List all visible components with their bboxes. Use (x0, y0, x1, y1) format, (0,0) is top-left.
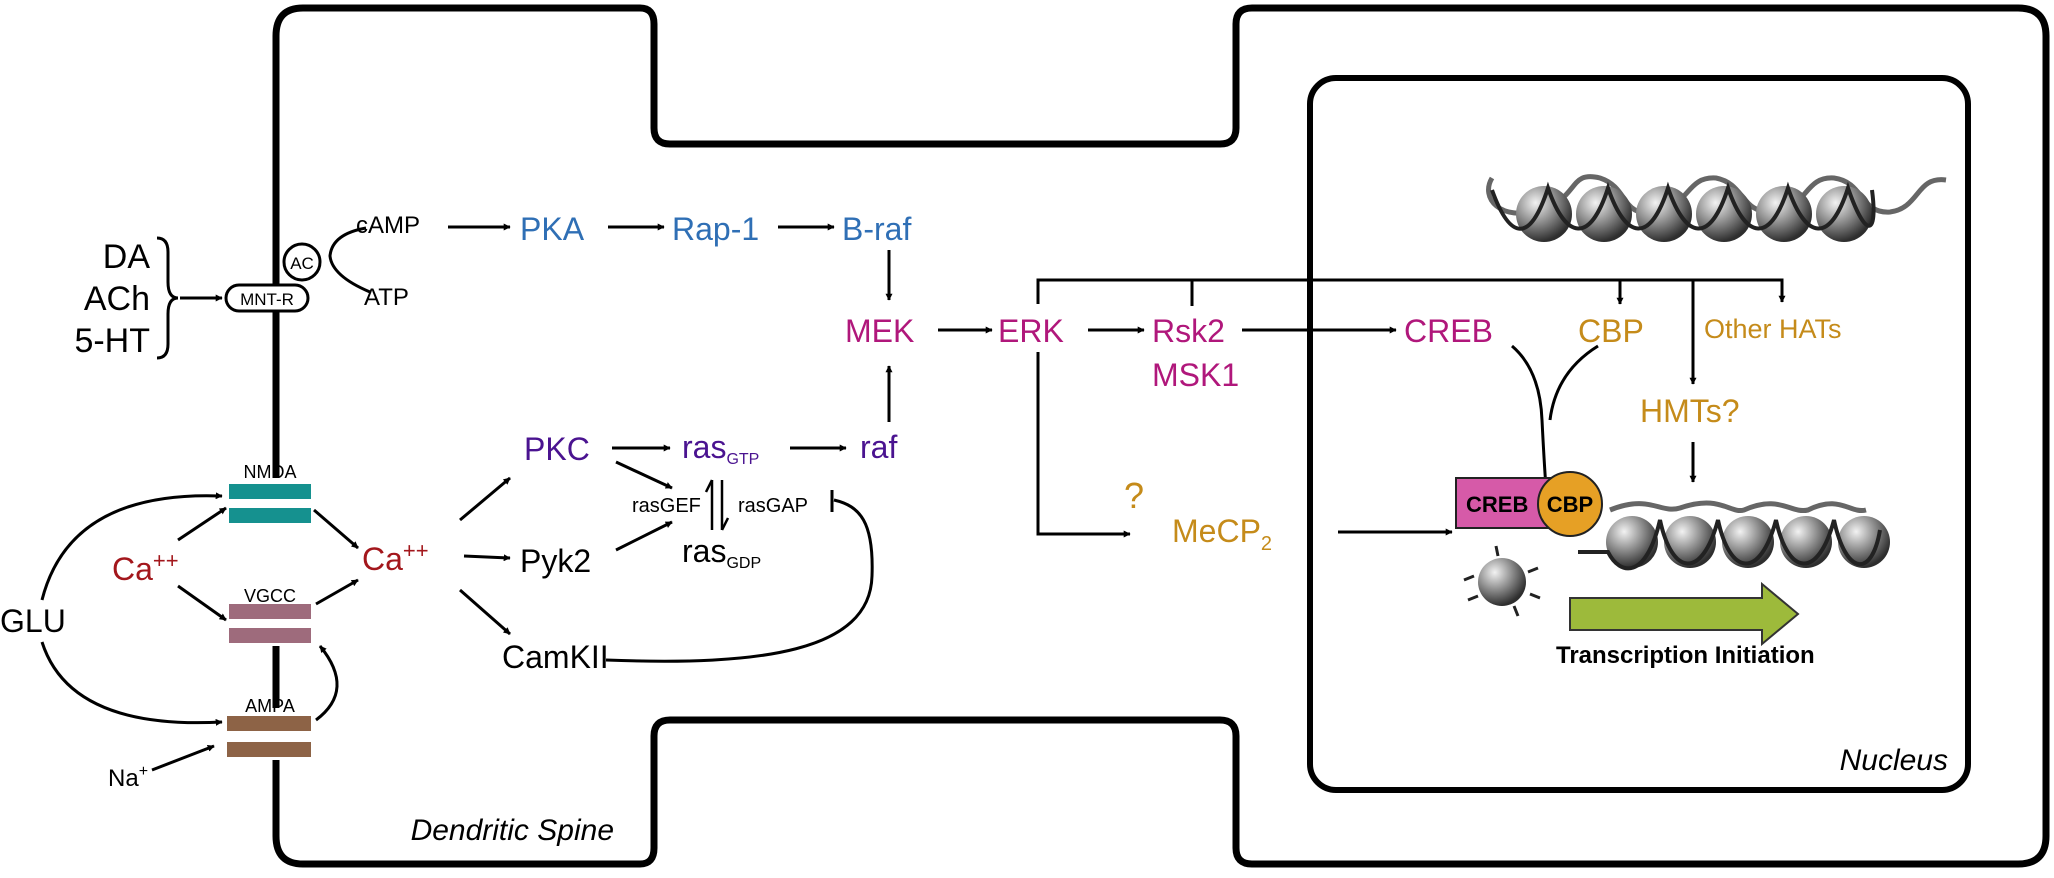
nucleus-title: Nucleus (1840, 744, 1948, 777)
cbp-label: CBP (1578, 313, 1644, 349)
other-hats-label: Other HATs (1704, 314, 1842, 344)
cbp-circle (1537, 471, 1603, 537)
nucleosome (1696, 186, 1752, 242)
camp-label: cAMP (356, 212, 420, 239)
rasgef-label: rasGEF (632, 495, 701, 517)
svg-text:MNT-R: MNT-R (240, 290, 294, 309)
creb-label: CREB (1404, 313, 1493, 349)
pyk2-label: Pyk2 (520, 543, 591, 579)
neurotransmitter-5ht: 5-HT (74, 322, 150, 360)
na-label: Na+ (108, 763, 148, 792)
neurotransmitter-ach: ACh (84, 280, 150, 318)
chromatin-bottom: CREB CBP Transcription Initiation (1455, 471, 1890, 669)
erk-label: ERK (998, 313, 1064, 349)
receptor-group: NMDA VGCC AMPA GLU Ca++ Na+ Ca++ (0, 462, 429, 792)
nmda-receptor-bottom (229, 508, 311, 523)
nmda-receptor-top (229, 484, 311, 499)
nucleosome (1516, 186, 1572, 242)
atp-label: ATP (364, 284, 409, 311)
nucleosome (1576, 186, 1632, 242)
creb-box (1455, 477, 1551, 529)
mnt-receptor (224, 283, 310, 313)
neurotransmitter-da: DA (103, 238, 151, 276)
mnt-receptor-group: DA ACh 5-HT MNT-R AC cAMP ATP (74, 212, 420, 360)
ca-mid-label: Ca++ (362, 538, 429, 577)
mecp2-label: MeCP2 (1172, 513, 1272, 555)
nucleosome (1816, 186, 1872, 242)
mek-label: MEK (845, 313, 914, 349)
raf-label: raf (860, 429, 897, 465)
ampa-receptor-top (227, 716, 311, 731)
nucleus-outline (1307, 75, 1971, 793)
ras-gdp-label: rasGDP (682, 533, 761, 572)
nucleosome (1636, 186, 1692, 242)
rap1-label: Rap-1 (672, 211, 759, 247)
ampa-receptor-bottom (227, 742, 311, 757)
neurotransmitter-brace (156, 236, 179, 360)
vgcc-channel-top (229, 604, 311, 619)
braf-label: B-raf (842, 211, 911, 247)
rasgap-label: rasGAP (738, 495, 808, 517)
svg-text:CBP: CBP (1547, 492, 1593, 517)
nucleosome (1838, 516, 1890, 568)
chromatin-top (1486, 174, 1947, 242)
vgcc-label: VGCC (244, 586, 296, 606)
svg-text:AC: AC (290, 254, 314, 273)
pka-label: PKA (520, 211, 585, 247)
nmda-label: NMDA (244, 462, 297, 482)
adenylyl-cyclase (282, 242, 322, 282)
pkc-label: PKC (524, 431, 590, 467)
ca-left-label: Ca++ (112, 548, 179, 587)
free-nucleosome (1478, 558, 1526, 606)
msk1-label: MSK1 (1152, 357, 1239, 393)
camkii-label: CamKII (502, 639, 609, 675)
glu-label: GLU (0, 603, 66, 639)
question-label: ? (1124, 475, 1144, 516)
svg-text:CREB: CREB (1466, 492, 1528, 517)
vgcc-channel-bottom (229, 628, 311, 643)
dendritic-spine-title: Dendritic Spine (411, 814, 614, 847)
rsk2-label: Rsk2 (1152, 313, 1225, 349)
hmts-label: HMTs? (1640, 393, 1740, 429)
ras-gtp-label: rasGTP (682, 429, 759, 468)
transcription-label: Transcription Initiation (1556, 642, 1815, 669)
transcription-arrow (1569, 581, 1800, 647)
ampa-label: AMPA (245, 696, 295, 716)
cell-membrane-outline (272, 4, 2050, 868)
nucleosome (1756, 186, 1812, 242)
